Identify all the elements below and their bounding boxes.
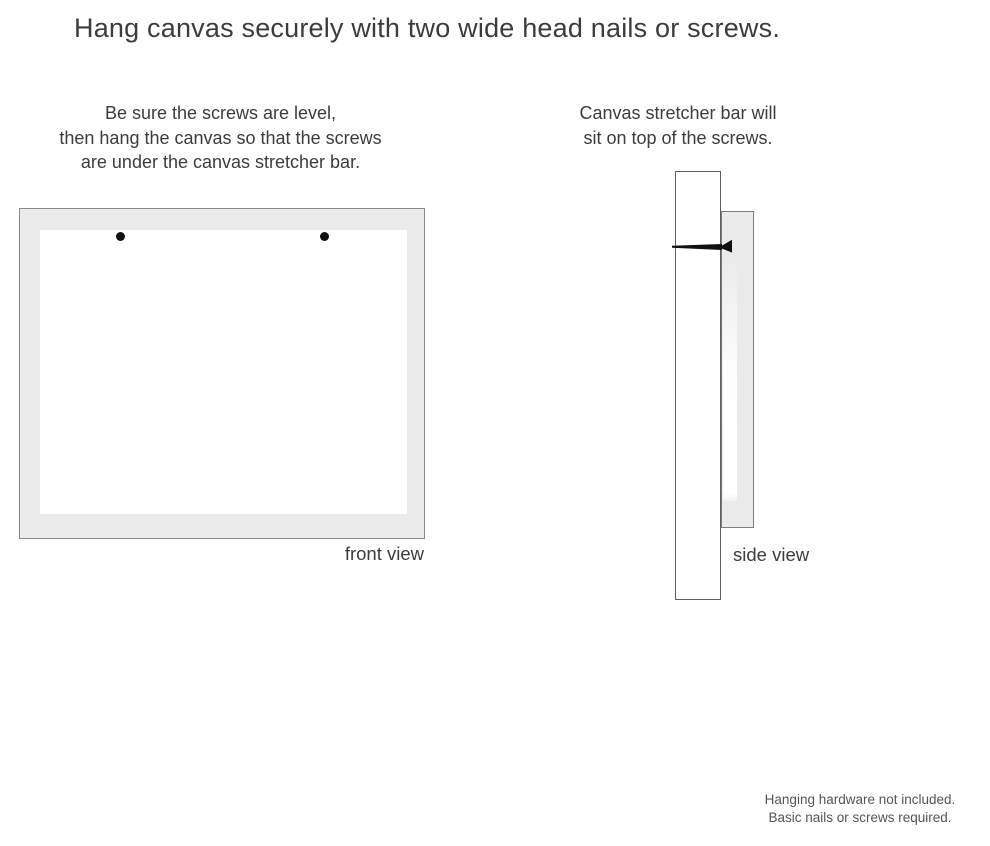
footnote-line: Basic nails or screws required. bbox=[768, 809, 952, 825]
side-view-label: side view bbox=[733, 544, 810, 565]
canvas-hollow-shading bbox=[723, 256, 737, 501]
front-view-label: front view bbox=[344, 543, 424, 564]
instruction-line: then hang the canvas so that the screws bbox=[59, 127, 382, 148]
screw-dot-icon bbox=[116, 232, 125, 241]
screw-dot-icon bbox=[320, 232, 329, 241]
instruction-line: Canvas stretcher bar will bbox=[579, 103, 777, 123]
side-instruction-text: Canvas stretcher bar will sit on top of … bbox=[558, 101, 798, 150]
instruction-line: are under the canvas stretcher bar. bbox=[80, 152, 361, 173]
instruction-line: Be sure the screws are level, bbox=[104, 103, 337, 123]
front-view-canvas-face bbox=[40, 230, 407, 514]
side-view-wall-bar bbox=[675, 171, 721, 600]
instruction-line: sit on top of the screws. bbox=[583, 127, 773, 148]
front-view-canvas-frame bbox=[19, 208, 425, 539]
front-instruction-text: Be sure the screws are level, then hang … bbox=[18, 101, 423, 175]
page-title: Hang canvas securely with two wide head … bbox=[74, 13, 781, 43]
nail-icon bbox=[672, 239, 732, 253]
footnote-line: Hanging hardware not included. bbox=[764, 792, 956, 807]
side-view-canvas-profile bbox=[721, 211, 754, 528]
hardware-footnote: Hanging hardware not included. Basic nai… bbox=[744, 791, 976, 826]
